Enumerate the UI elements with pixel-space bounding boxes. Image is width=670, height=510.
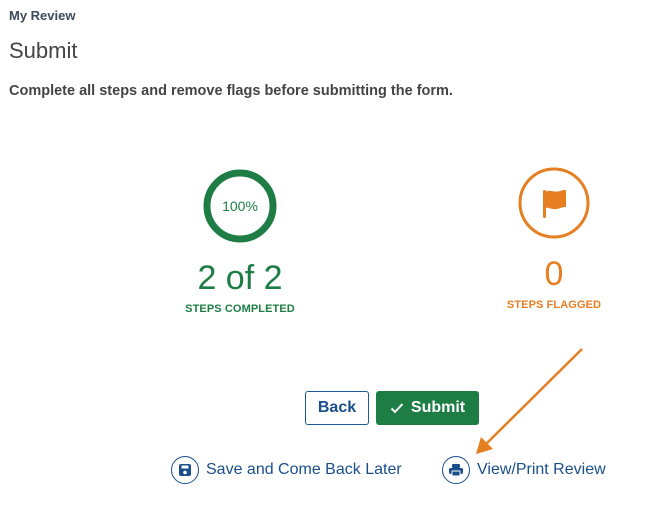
- save-and-come-back-later-link[interactable]: Save and Come Back Later: [171, 456, 402, 484]
- progress-ring-icon: 100%: [203, 169, 277, 243]
- steps-completed-stat: 100% 2 of 2 STEPS COMPLETED: [160, 168, 320, 315]
- save-link-label: Save and Come Back Later: [206, 461, 402, 478]
- view-print-review-link[interactable]: View/Print Review: [442, 456, 606, 484]
- progress-percent: 100%: [222, 198, 258, 214]
- page-description: Complete all steps and remove flags befo…: [9, 83, 453, 99]
- steps-completed-value: 2 of 2: [197, 259, 283, 297]
- checkmark-icon: [390, 403, 404, 414]
- steps-flagged-stat: 0 STEPS FLAGGED: [474, 166, 634, 311]
- print-link-label: View/Print Review: [477, 461, 606, 478]
- steps-flagged-value: 0: [544, 255, 564, 293]
- steps-completed-label: STEPS COMPLETED: [185, 303, 295, 315]
- back-button-label: Back: [317, 399, 357, 416]
- flag-icon: [518, 167, 590, 239]
- submit-button-label: Submit: [410, 399, 466, 416]
- page-title: Submit: [9, 38, 78, 63]
- printer-icon: [442, 456, 470, 484]
- steps-flagged-label: STEPS FLAGGED: [506, 299, 602, 311]
- back-button[interactable]: Back: [305, 391, 369, 425]
- submit-button[interactable]: Submit: [376, 391, 479, 425]
- breadcrumb: My Review: [9, 8, 76, 23]
- floppy-disk-icon: [171, 456, 199, 484]
